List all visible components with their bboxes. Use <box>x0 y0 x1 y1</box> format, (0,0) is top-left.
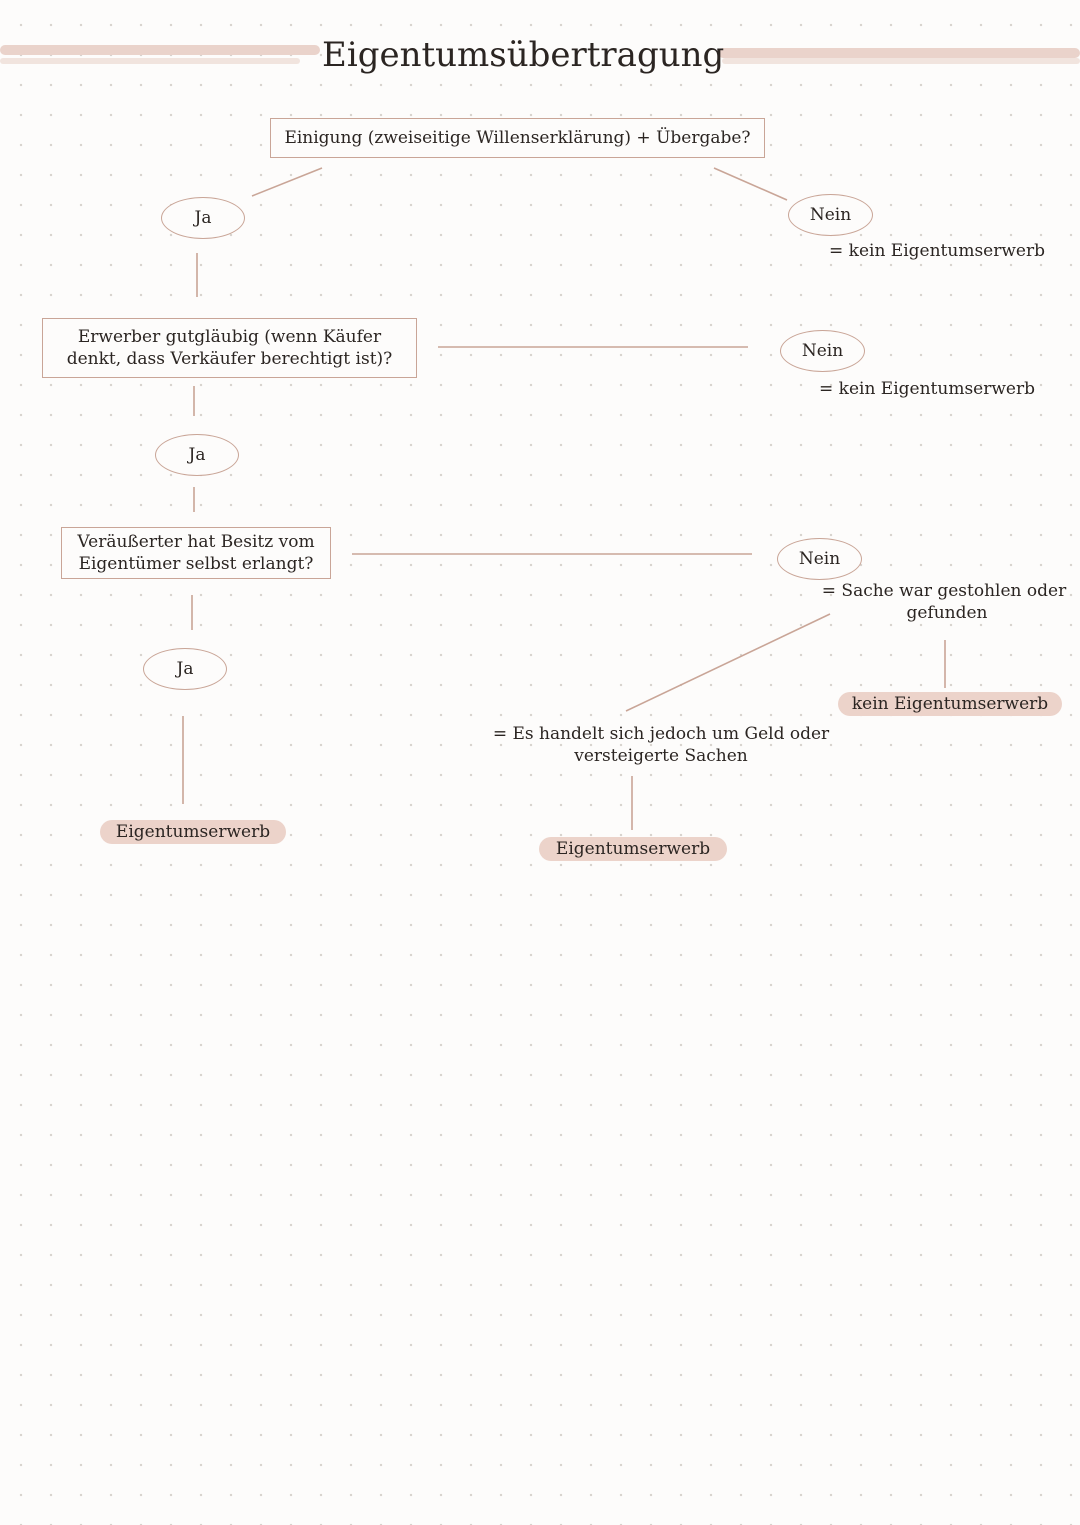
answer-yes-2: Ja <box>155 434 239 476</box>
page-title: Eigentumsübertragung <box>322 30 724 80</box>
question-possession-line1: Veräußerter hat Besitz vom <box>77 532 315 552</box>
result-no-3-stolen: = Sache war gestohlen oder gefunden <box>818 580 1070 624</box>
title-highlight-right-faint <box>722 58 1080 64</box>
answer-no-2: Nein <box>780 330 865 372</box>
title-highlight-left <box>0 45 320 55</box>
question-good-faith-line2: denkt, dass Verkäufer berechtigt ist)? <box>66 349 393 369</box>
question-good-faith-line1: Erwerber gutgläubig (wenn Käufer <box>77 327 382 347</box>
answer-yes-1-label: Ja <box>194 208 212 228</box>
connector-stolen-exception <box>625 613 831 712</box>
answer-yes-3-label: Ja <box>176 659 194 679</box>
result-exception-final: Eigentumserwerb <box>539 837 727 861</box>
result-no-2: = kein Eigentumserwerb <box>819 379 1035 399</box>
answer-yes-3: Ja <box>143 648 227 690</box>
question-good-faith: Erwerber gutgläubig (wenn Käufer denkt, … <box>42 318 417 378</box>
result-exception: = Es handelt sich jedoch um Geld oder ve… <box>488 723 834 767</box>
result-no-1: = kein Eigentumserwerb <box>829 241 1045 261</box>
question-agreement-handover: Einigung (zweiseitige Willenserklärung) … <box>270 118 765 158</box>
question-possession-line2: Eigentümer selbst erlangt? <box>78 554 314 574</box>
result-no-3-line1: = Sache war gestohlen oder <box>821 581 1067 601</box>
title-highlight-right <box>718 48 1080 58</box>
question-possession-from-owner: Veräußerter hat Besitz vom Eigentümer se… <box>61 527 331 579</box>
answer-no-3: Nein <box>777 538 862 580</box>
result-exception-line2: versteigerte Sachen <box>574 746 748 766</box>
connector-step1-no <box>713 167 788 201</box>
connector-step1-yes <box>251 167 323 197</box>
title-highlight-left-faint <box>0 58 300 64</box>
result-exception-line1: = Es handelt sich jedoch um Geld oder <box>492 724 830 744</box>
answer-yes-1: Ja <box>161 197 245 239</box>
answer-no-2-label: Nein <box>801 341 844 361</box>
answer-yes-2-label: Ja <box>188 445 206 465</box>
answer-no-3-label: Nein <box>798 549 841 569</box>
answer-no-1: Nein <box>788 194 873 236</box>
question-agreement-handover-text: Einigung (zweiseitige Willenserklärung) … <box>284 128 751 148</box>
result-yes-final: Eigentumserwerb <box>100 820 286 844</box>
result-no-3-line2: gefunden <box>906 603 988 623</box>
answer-no-1-label: Nein <box>809 205 852 225</box>
result-stolen-final: kein Eigentumserwerb <box>838 692 1062 716</box>
